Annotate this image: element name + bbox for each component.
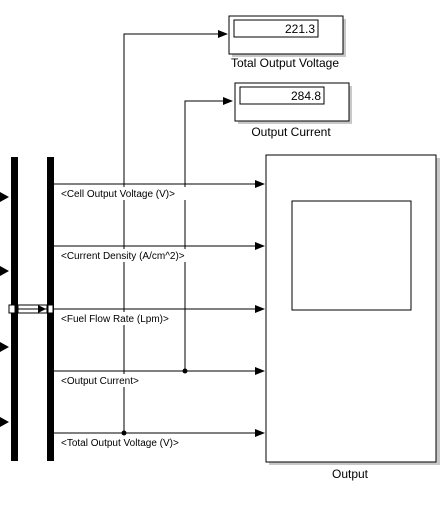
signal-label-text: <Fuel Flow Rate (Lpm)> [61,314,169,325]
branch-line-total-output-voltage[interactable] [121,30,228,436]
signal-label-text: <Total Output Voltage (V)> [61,438,179,449]
mux-input-port-2 [0,266,9,276]
signal-label-text: <Output Current> [61,376,139,387]
display-value: 221.3 [285,22,315,36]
branch-point [182,368,188,374]
mux-input-port-1 [0,192,9,202]
signal-label-5: <Total Output Voltage (V)> [59,436,195,449]
branch-point [121,430,127,436]
display-value: 284.8 [291,89,321,103]
branch-line-output-current[interactable] [182,97,233,374]
signal-label-4: <Output Current> [59,374,151,387]
display-caption: Total Output Voltage [231,56,339,70]
display-output-current[interactable]: 284.8 [234,82,352,124]
mux-input-port-3 [0,342,9,352]
signal-label-3: <Fuel Flow Rate (Lpm)> [59,312,184,325]
scope-caption: Output [332,467,369,481]
display-value-box [239,86,325,105]
display-value-box [233,19,319,38]
display-caption: Output Current [251,125,331,139]
signal-label-text: <Current Density (A/cm^2)> [61,251,185,262]
mux-input-ports [0,192,9,427]
signal-label-2: <Current Density (A/cm^2)> [59,249,199,262]
bus-signal-line[interactable] [8,304,54,314]
mux-input-port-4 [0,417,9,427]
scope-screen [291,200,412,311]
scope-output[interactable] [265,154,440,465]
signal-label-text: <Cell Output Voltage (V)> [61,189,175,200]
signal-label-1: <Cell Output Voltage (V)> [59,187,189,200]
display-total-output-voltage[interactable]: 221.3 [228,15,346,57]
